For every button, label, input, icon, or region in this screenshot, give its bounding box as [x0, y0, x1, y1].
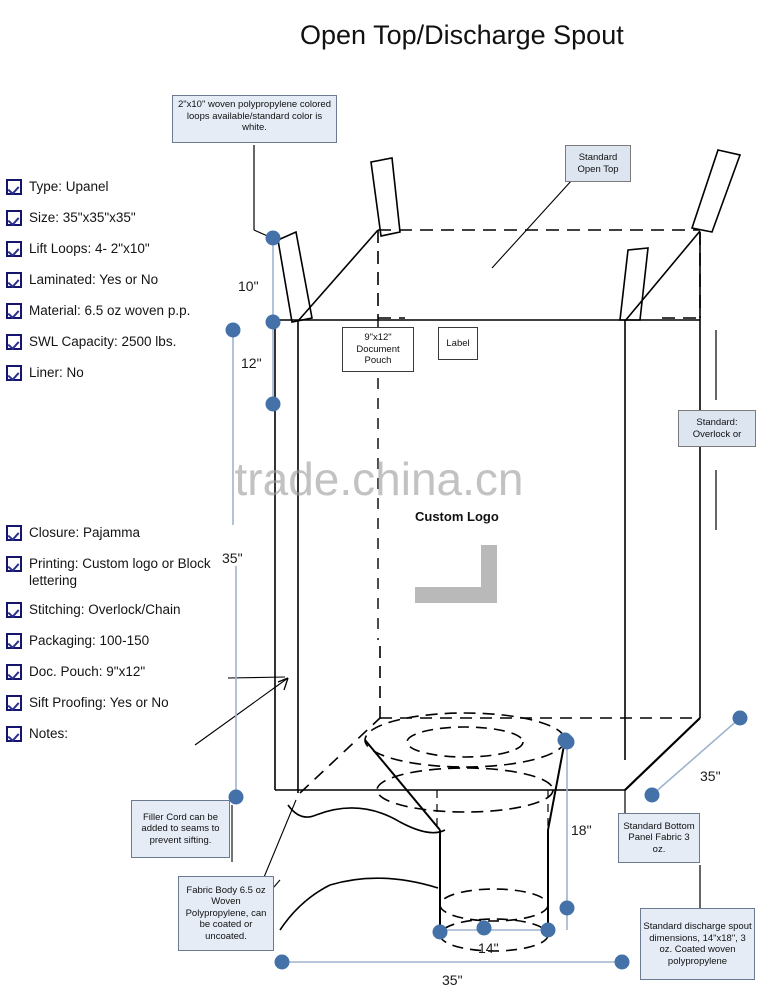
tie-cord-lower [329, 877, 439, 889]
checklist-item-stitching[interactable]: Stitching: Overlock/Chain [6, 601, 246, 618]
checklist-item-label: Closure: Pajamma [29, 525, 141, 540]
custom-logo-label: Custom Logo [415, 509, 499, 524]
arrow-body-head [277, 677, 289, 691]
arrow-body-line [194, 677, 289, 746]
checklist-item-sift-proofing[interactable]: Sift Proofing: Yes or No [6, 694, 246, 711]
callout-label-tag: Label [438, 327, 478, 360]
dimension-body-height: 35" [222, 550, 243, 566]
spout-flare-left [364, 739, 441, 831]
checklist-item-label: SWL Capacity: 2500 lbs. [29, 334, 177, 349]
checkbox-icon[interactable] [6, 272, 22, 288]
checklist-item-notes[interactable]: Notes: [6, 725, 246, 742]
tie-cord-upper-tail [287, 804, 317, 818]
checklist-item-laminated[interactable]: Laminated: Yes or No [6, 271, 246, 288]
dim-line-bag-depth [651, 717, 741, 796]
checklist-item-label: Doc. Pouch: 9"x12" [29, 664, 146, 679]
dimension-bag-depth: 35" [700, 768, 721, 784]
checkbox-icon[interactable] [6, 334, 22, 350]
callout-filler-cord: Filler Cord can be added to seams to pre… [131, 800, 230, 858]
spec-checklist-bottom: Closure: Pajamma Printing: Custom logo o… [6, 524, 246, 756]
leader-fabric-body-a [227, 676, 286, 679]
tie-cord-upper [315, 807, 446, 834]
checkbox-icon[interactable] [6, 633, 22, 649]
callout-fabric-body: Fabric Body 6.5 oz Woven Polypropylene, … [178, 876, 274, 951]
checkbox-icon[interactable] [6, 210, 22, 226]
checkbox-icon[interactable] [6, 602, 22, 618]
dimension-loop-height: 10" [238, 278, 259, 294]
checkbox-icon[interactable] [6, 695, 22, 711]
checkbox-icon[interactable] [6, 303, 22, 319]
checkbox-icon[interactable] [6, 556, 22, 572]
checkbox-icon[interactable] [6, 525, 22, 541]
bottom-right-diagonal [624, 717, 701, 791]
dimension-handles [225, 230, 748, 970]
checklist-item-label: Printing: Custom logo or Block lettering [29, 556, 211, 588]
checklist-item-material[interactable]: Material: 6.5 oz woven p.p. [6, 302, 246, 319]
right-perspective-edge [624, 230, 701, 322]
lift-loop-front-right [619, 247, 649, 321]
callout-stitching: Standard: Overlock or [678, 410, 756, 447]
checkbox-icon[interactable] [6, 365, 22, 381]
checkbox-icon[interactable] [6, 241, 22, 257]
spout-tube-ellipse [439, 888, 549, 922]
spout-flare-right [547, 739, 566, 831]
checklist-item-packaging[interactable]: Packaging: 100-150 [6, 632, 246, 649]
checklist-item-printing[interactable]: Printing: Custom logo or Block lettering [6, 555, 246, 589]
leader-open-top [491, 179, 573, 269]
dimension-bag-width: 35" [442, 972, 463, 988]
checklist-item-label: Stitching: Overlock/Chain [29, 602, 181, 617]
checklist-item-label: Sift Proofing: Yes or No [29, 695, 169, 710]
checklist-item-doc-pouch[interactable]: Doc. Pouch: 9"x12" [6, 663, 246, 680]
dimension-spout-length: 18" [571, 822, 592, 838]
lift-loop-front-left [277, 230, 313, 323]
checklist-item-label: Material: 6.5 oz woven p.p. [29, 303, 191, 318]
checklist-item-label: Lift Loops: 4- 2"x10" [29, 241, 150, 256]
tie-cord-lower-tail [279, 884, 331, 931]
page-title: Open Top/Discharge Spout [300, 20, 624, 50]
checklist-item-swl-capacity[interactable]: SWL Capacity: 2500 lbs. [6, 333, 246, 350]
checkbox-icon[interactable] [6, 664, 22, 680]
callout-lift-loops: 2"x10" woven polypropylene colored loops… [172, 95, 337, 143]
spec-checklist-top: Type: Upanel Size: 35"x35"x35" Lift Loop… [6, 178, 246, 395]
spout-top-ellipse [364, 712, 566, 768]
spout-mid-ellipse [376, 767, 554, 813]
dimension-spout-diameter: 14" [478, 940, 499, 956]
checklist-item-closure[interactable]: Closure: Pajamma [6, 524, 246, 541]
dimension-loop-drop: 12" [241, 355, 262, 371]
checklist-item-label: Packaging: 100-150 [29, 633, 150, 648]
left-perspective-edge [297, 229, 379, 322]
checklist-item-label: Type: Upanel [29, 179, 109, 194]
checkbox-icon[interactable] [6, 179, 22, 195]
checklist-item-label: Size: 35"x35"x35" [29, 210, 136, 225]
checkbox-icon[interactable] [6, 726, 22, 742]
bottom-left-diagonal [299, 717, 381, 794]
checklist-item-label: Notes: [29, 726, 69, 741]
lift-loop-back-left [370, 157, 401, 237]
checklist-item-label: Liner: No [29, 365, 84, 380]
checklist-item-lift-loops[interactable]: Lift Loops: 4- 2"x10" [6, 240, 246, 257]
callout-discharge-spout: Standard discharge spout dimensions, 14"… [640, 908, 755, 980]
checklist-item-size[interactable]: Size: 35"x35"x35" [6, 209, 246, 226]
spout-inner-ellipse [406, 726, 524, 758]
callout-bottom-panel: Standard Bottom Panel Fabric 3 oz. [618, 813, 700, 863]
callout-open-top: Standard Open Top [565, 145, 631, 182]
callout-document-pouch: 9"x12" Document Pouch [342, 327, 414, 372]
checklist-item-type[interactable]: Type: Upanel [6, 178, 246, 195]
lift-loop-back-right [690, 149, 742, 233]
checklist-item-liner[interactable]: Liner: No [6, 364, 246, 381]
checklist-item-label: Laminated: Yes or No [29, 272, 159, 287]
